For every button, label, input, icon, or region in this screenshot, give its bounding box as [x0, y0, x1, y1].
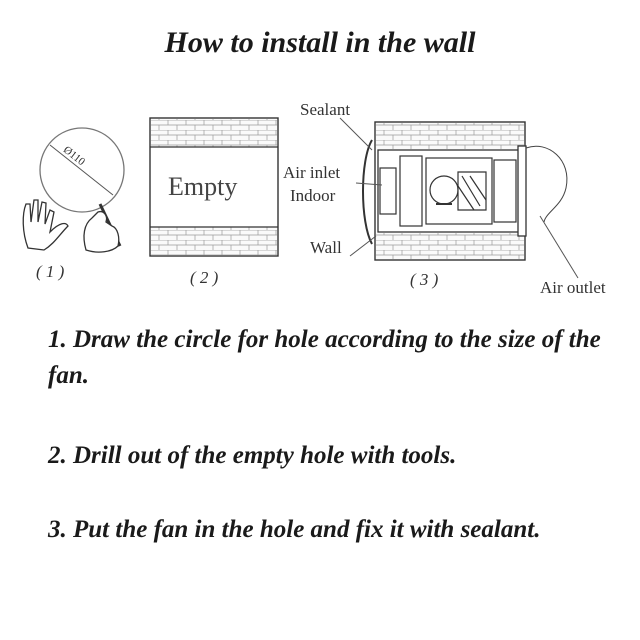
step-3: 3. Put the fan in the hole and fix it wi…	[48, 516, 541, 543]
outlet-cover	[525, 145, 568, 223]
indoor-label: Indoor	[290, 186, 336, 205]
step-1: 1. Draw the circle for hole according to…	[48, 326, 601, 389]
panel-3-number: ( 3 )	[410, 270, 439, 289]
panel-2-number: ( 2 )	[190, 268, 219, 287]
left-hand-icon	[22, 199, 69, 251]
step-2: 2. Drill out of the empty hole with tool…	[48, 442, 457, 469]
brick-top-fan	[376, 123, 524, 149]
panel-3-drawing	[339, 117, 579, 279]
empty-label: Empty	[168, 172, 238, 201]
brick-top	[151, 119, 277, 147]
page-title: How to install in the wall	[164, 26, 476, 59]
fan-motor-icon	[425, 157, 493, 225]
installation-diagram	[22, 117, 579, 279]
right-hand-pencil-icon	[83, 203, 122, 253]
hole-circle	[39, 127, 125, 213]
wall-label: Wall	[310, 238, 342, 257]
brick-bottom	[151, 227, 277, 255]
panel-1-number: ( 1 )	[36, 262, 65, 281]
brick-bottom-fan	[376, 233, 524, 259]
panel-2-drawing	[149, 117, 279, 257]
air-outlet-label: Air outlet	[540, 278, 606, 297]
diameter-line	[49, 144, 114, 196]
sealant-label: Sealant	[300, 100, 351, 119]
inlet-flange	[362, 139, 373, 245]
air-inlet-label: Air inlet	[283, 163, 341, 182]
panel-1-drawing	[22, 127, 125, 253]
